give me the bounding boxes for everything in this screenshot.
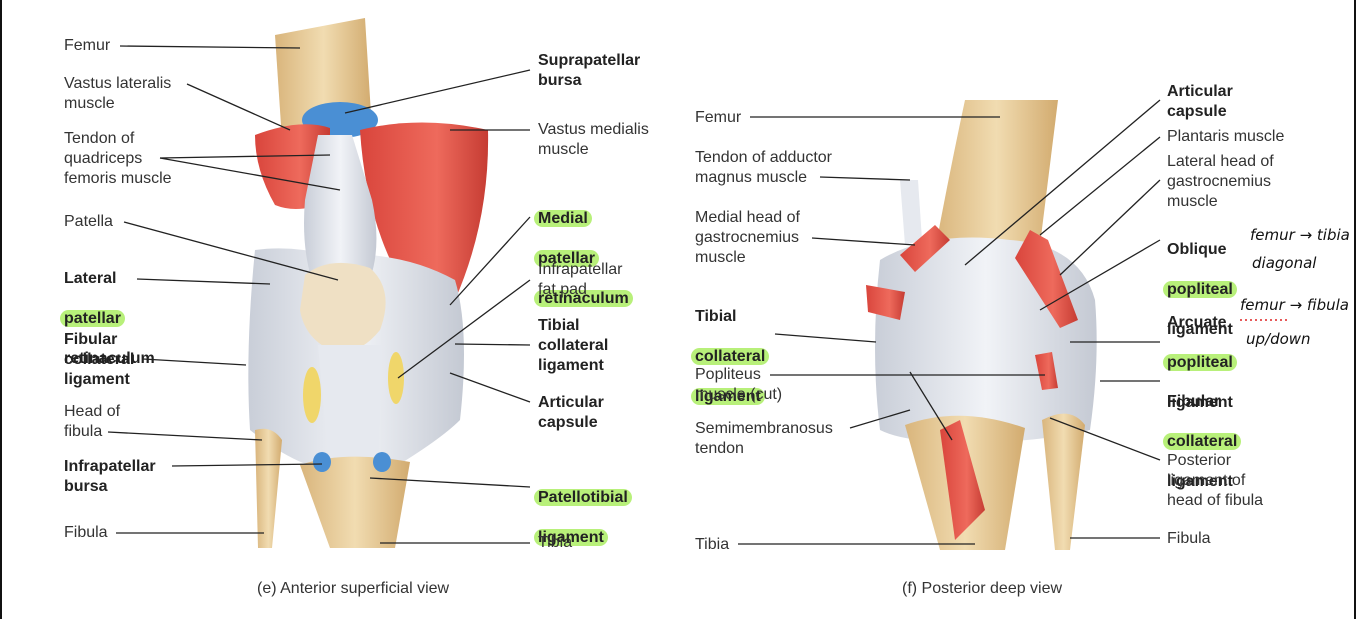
label-tibia-posterior: Tibia xyxy=(695,536,730,553)
left-border xyxy=(0,0,2,619)
highlight-collateral-post: collateral xyxy=(691,348,770,365)
posterior-femur-shape xyxy=(935,100,1058,250)
label-patella: Patella xyxy=(64,213,113,230)
infrapatellar-bursa-right-shape xyxy=(373,452,391,472)
fat-pad-left-shape xyxy=(303,367,321,423)
highlight-lateral-patellar: patellar xyxy=(60,310,125,327)
highlight-ligament-ant: ligament xyxy=(534,529,608,546)
highlight-medial: Medial xyxy=(534,210,592,227)
highlight-patellar: patellar xyxy=(534,250,599,267)
note-oblique-2: diagonal xyxy=(1252,254,1317,272)
label-semimembranosus: Semimembranosus tendon xyxy=(695,420,833,457)
vastus-medialis-shape xyxy=(360,122,489,302)
label-medial-patellar-retinaculum: Medial patellar retinaculum xyxy=(534,189,633,309)
highlight-patellotibial: Patellotibial xyxy=(534,489,632,506)
label-infrapatellar-fat-pad: Infrapatellar fat pad xyxy=(538,261,623,298)
label-lateral-head-gastro: Lateral head of gastrocnemius muscle xyxy=(1167,153,1274,210)
label-articular-capsule-posterior: Articular capsule xyxy=(1167,83,1233,120)
label-popliteus: Popliteus muscle (cut) xyxy=(695,366,783,403)
lateral-gastroc-shape xyxy=(1015,230,1078,328)
fat-pad-right-shape xyxy=(388,352,404,404)
label-head-of-fibula: Head of fibula xyxy=(64,403,121,440)
medial-gastroc-lower-shape xyxy=(866,285,905,320)
label-articular-capsule-anterior: Articular capsule xyxy=(538,394,604,431)
medial-gastroc-shape xyxy=(900,225,950,272)
label-vastus-lateralis: Vastus lateralis muscle xyxy=(64,75,172,112)
caption-anterior: (e) Anterior superficial view xyxy=(257,580,450,597)
popliteus-shape xyxy=(1035,352,1058,390)
note-oblique-1: femur → tibia xyxy=(1250,226,1350,244)
label-tibia-anterior: Tibia xyxy=(538,534,573,551)
label-posterior-ligament-head-fibula: Posterior ligament of head of fibula xyxy=(1167,452,1264,509)
label-tibial-collateral-anterior: Tibial collateral ligament xyxy=(538,317,609,374)
anterior-tibia-shape xyxy=(300,456,410,548)
label-patellotibial-ligament: Patellotibial ligament xyxy=(534,468,632,548)
label-femur-posterior: Femur xyxy=(695,109,742,126)
label-vastus-medialis: Vastus medialis muscle xyxy=(538,121,649,158)
posterior-leader-lines xyxy=(738,99,1161,545)
label-fibular-collateral-anterior: Fibular collateral ligament xyxy=(64,331,135,388)
note-arcuate-2: up/down xyxy=(1246,330,1311,348)
anterior-leader-lines xyxy=(107,45,531,544)
label-fibula-anterior: Fibula xyxy=(64,524,108,541)
label-femur-anterior: Femur xyxy=(64,37,111,54)
highlight-popliteal-arcuate: popliteal xyxy=(1163,354,1237,371)
anterior-fibula-shape xyxy=(255,428,282,548)
label-suprapatellar-bursa: Suprapatellar bursa xyxy=(538,52,641,89)
highlight-popliteal-oblique: popliteal xyxy=(1163,281,1237,298)
label-fibular-collateral-posterior: Fibular collateral ligament xyxy=(1163,372,1242,492)
adductor-tendon-shape xyxy=(900,180,922,245)
label-oblique-popliteal: Oblique popliteal ligament xyxy=(1163,220,1237,340)
quadriceps-tendon-shape xyxy=(304,135,377,300)
note-arcuate-1: femur → fibula xyxy=(1240,296,1349,314)
patella-shape xyxy=(300,262,386,353)
label-tendon-adductor: Tendon of adductor magnus muscle xyxy=(695,149,832,186)
posterior-fibula-shape xyxy=(1042,413,1085,550)
label-medial-head-gastro: Medial head of gastrocnemius muscle xyxy=(695,209,800,266)
label-arcuate-popliteal: Arcuate popliteal ligament xyxy=(1163,293,1237,413)
right-border xyxy=(1354,0,1356,619)
label-fibula-posterior: Fibula xyxy=(1167,530,1211,547)
patellar-ligament-shape xyxy=(318,345,382,480)
label-lateral-patellar-retinaculum: Lateral patellar retinaculum xyxy=(60,249,155,369)
label-plantaris: Plantaris muscle xyxy=(1167,128,1285,145)
highlight-collateral-fib: collateral xyxy=(1163,433,1242,450)
highlight-ligament-post: ligament xyxy=(691,388,765,405)
label-tibial-collateral-posterior: Tibial collateral ligament xyxy=(691,287,770,407)
label-infrapatellar-bursa: Infrapatellar bursa xyxy=(64,458,156,495)
label-tendon-quadriceps: Tendon of quadriceps femoris muscle xyxy=(64,130,172,187)
caption-posterior: (f) Posterior deep view xyxy=(902,580,1063,597)
highlight-retinaculum: retinaculum xyxy=(534,290,633,307)
semimembranosus-muscle-shape xyxy=(940,420,985,540)
infrapatellar-bursa-left-shape xyxy=(313,452,331,472)
